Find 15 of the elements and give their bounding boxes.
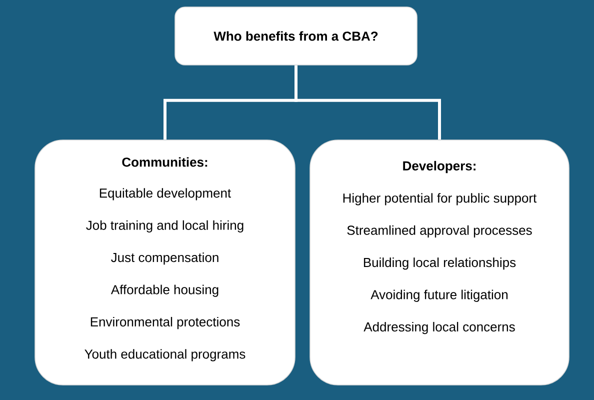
list-item: Avoiding future litigation xyxy=(370,290,508,302)
list-item: Just compensation xyxy=(111,252,218,265)
list-item: Building local relationships xyxy=(364,258,516,270)
list-item: Youth educational programs xyxy=(84,349,246,362)
card-heading: Developers: xyxy=(403,160,476,174)
list-item: Environmental protections xyxy=(90,316,240,330)
card-heading: Communities: xyxy=(122,157,208,167)
title-box: Who benefits from a CBA? xyxy=(174,6,418,66)
list-item: Streamlined approval processes xyxy=(347,225,532,238)
connector-line xyxy=(294,65,441,140)
list-item: Higher potential for public support xyxy=(343,193,537,206)
list-item: Equitable development xyxy=(100,188,231,200)
list-item: Job training and local hiring xyxy=(86,220,244,232)
list-item: Addressing local concerns xyxy=(364,322,515,334)
list-item: Affordable housing xyxy=(110,284,218,297)
